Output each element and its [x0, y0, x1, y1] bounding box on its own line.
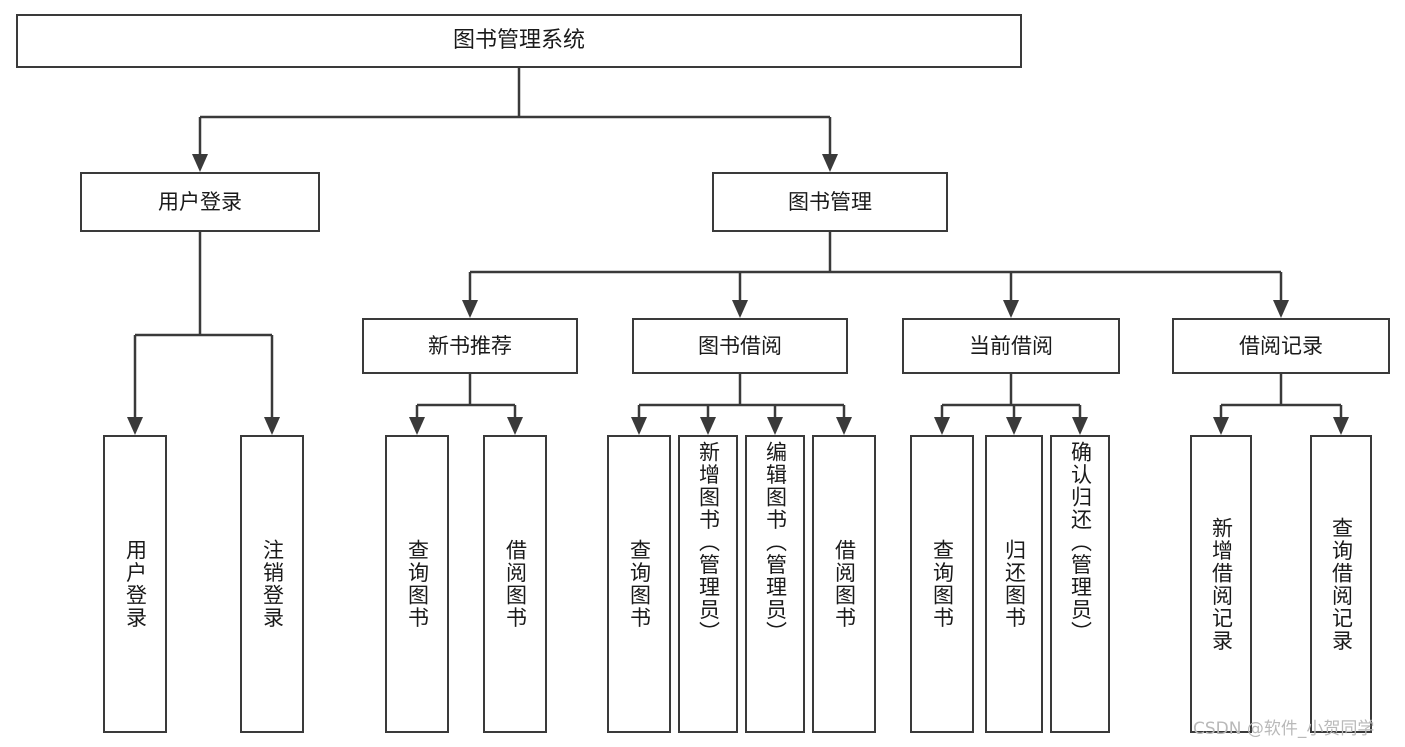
node-user-login[interactable]: 用户登录	[80, 172, 320, 232]
node-root[interactable]: 图书管理系统	[16, 14, 1022, 68]
arrow-head	[127, 417, 143, 435]
node-label: 新增图书（管理员）	[696, 441, 721, 644]
node-leaf-query-book-1[interactable]: 查询图书	[385, 435, 449, 733]
node-label: 归还图书	[1002, 539, 1027, 629]
arrow-head	[1072, 417, 1088, 435]
node-label: 借阅图书	[832, 539, 857, 629]
node-leaf-add-record[interactable]: 新增借阅记录	[1190, 435, 1252, 733]
arrow-head	[1333, 417, 1349, 435]
node-label: 图书管理	[788, 189, 872, 214]
arrow-head	[822, 154, 838, 172]
arrow-head	[631, 417, 647, 435]
node-label: 图书管理系统	[452, 28, 585, 54]
arrow-head	[1003, 300, 1019, 318]
node-leaf-return-book[interactable]: 归还图书	[985, 435, 1043, 733]
arrow-head	[264, 417, 280, 435]
node-label: 图书借阅	[698, 333, 782, 358]
node-label: 查询图书	[627, 539, 652, 629]
node-label: 用户登录	[123, 539, 148, 629]
node-current-borrow[interactable]: 当前借阅	[902, 318, 1120, 374]
node-leaf-add-book[interactable]: 新增图书（管理员）	[678, 435, 738, 733]
arrow-head	[462, 300, 478, 318]
node-new-book-rec[interactable]: 新书推荐	[362, 318, 578, 374]
arrow-head	[700, 417, 716, 435]
node-label: 用户登录	[158, 189, 242, 214]
arrow-head	[1006, 417, 1022, 435]
node-label: 当前借阅	[969, 333, 1053, 358]
node-label: 新书推荐	[428, 333, 512, 358]
node-book-manage[interactable]: 图书管理	[712, 172, 948, 232]
node-leaf-logout[interactable]: 注销登录	[240, 435, 304, 733]
arrow-head	[934, 417, 950, 435]
node-leaf-confirm-return[interactable]: 确认归还（管理员）	[1050, 435, 1110, 733]
node-leaf-edit-book[interactable]: 编辑图书（管理员）	[745, 435, 805, 733]
node-label: 编辑图书（管理员）	[763, 441, 788, 644]
arrow-head	[409, 417, 425, 435]
arrow-head	[767, 417, 783, 435]
node-label: 注销登录	[260, 539, 285, 629]
node-leaf-user-login[interactable]: 用户登录	[103, 435, 167, 733]
node-label: 新增借阅记录	[1209, 516, 1234, 652]
node-leaf-query-record[interactable]: 查询借阅记录	[1310, 435, 1372, 733]
arrow-head	[192, 154, 208, 172]
node-label: 借阅图书	[503, 539, 528, 629]
node-label: 确认归还（管理员）	[1068, 441, 1093, 644]
node-leaf-borrow-book-2[interactable]: 借阅图书	[812, 435, 876, 733]
arrow-head	[1273, 300, 1289, 318]
arrow-head	[507, 417, 523, 435]
arrow-head	[732, 300, 748, 318]
node-label: 查询图书	[405, 539, 430, 629]
node-book-borrow[interactable]: 图书借阅	[632, 318, 848, 374]
arrow-head	[1213, 417, 1229, 435]
node-label: 借阅记录	[1239, 333, 1323, 358]
arrow-head	[836, 417, 852, 435]
node-borrow-record[interactable]: 借阅记录	[1172, 318, 1390, 374]
node-label: 查询图书	[930, 539, 955, 629]
node-leaf-query-book-2[interactable]: 查询图书	[607, 435, 671, 733]
node-leaf-query-book-3[interactable]: 查询图书	[910, 435, 974, 733]
node-label: 查询借阅记录	[1329, 516, 1354, 652]
node-leaf-borrow-book-1[interactable]: 借阅图书	[483, 435, 547, 733]
watermark-text: CSDN @软件_小贺同学	[1193, 719, 1375, 739]
